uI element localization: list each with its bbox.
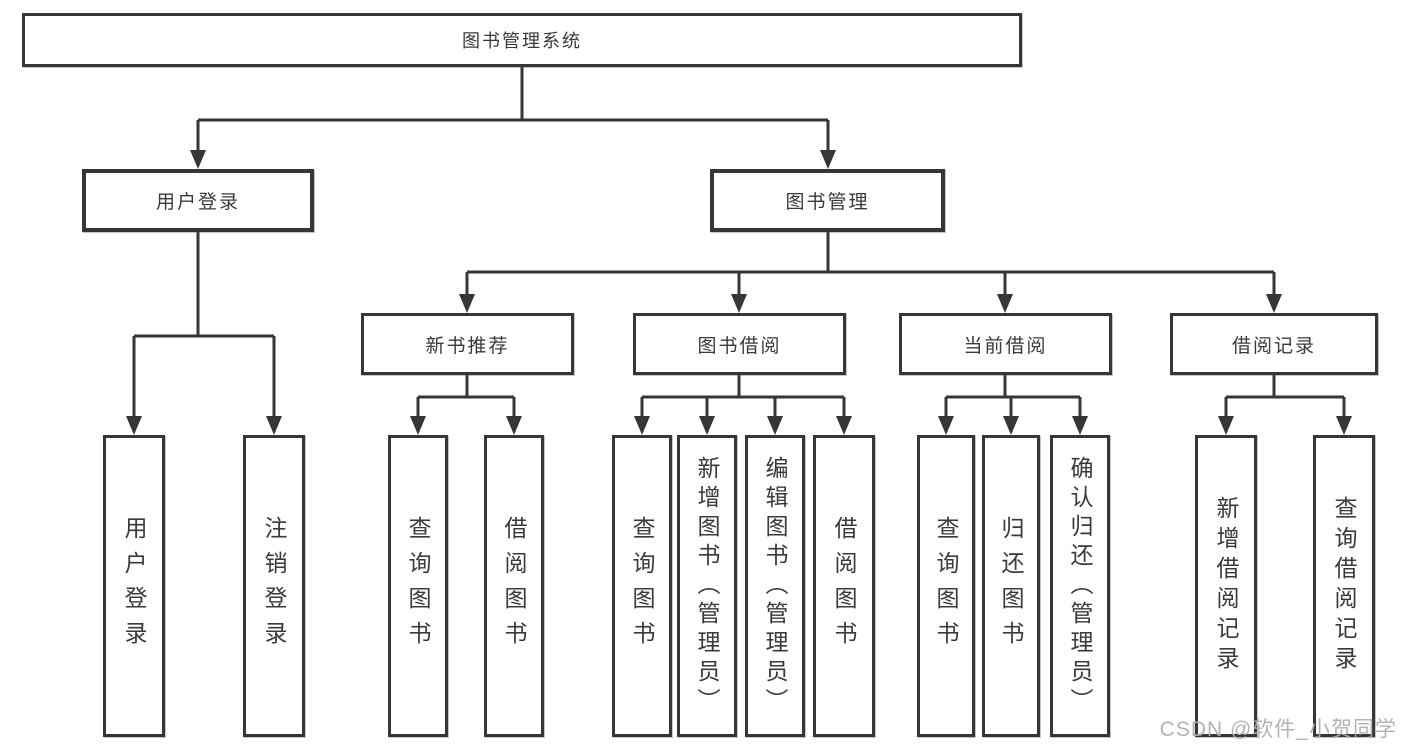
node-new-book-recommend-label: 新书推荐 (425, 335, 510, 357)
leaf-query-borrow-record: 查询借阅记录 (1313, 435, 1375, 737)
leaf-add-books-admin: 新增图书（管理员） (677, 435, 737, 737)
leaf-logout: 注销登录 (243, 435, 305, 737)
leaf-add-borrow-record-label: 新增借阅记录 (1213, 496, 1239, 676)
leaf-borrow-query-books-label: 查询图书 (629, 516, 655, 656)
leaf-edit-books-admin: 编辑图书（管理员） (745, 435, 805, 737)
node-borrow-records-label: 借阅记录 (1231, 335, 1316, 357)
leaf-borrow-query-books: 查询图书 (612, 435, 672, 737)
node-root-library-system: 图书管理系统 (22, 13, 1022, 67)
node-book-borrow: 图书借阅 (633, 313, 846, 375)
leaf-recommend-query-books: 查询图书 (388, 435, 448, 737)
node-book-borrow-label: 图书借阅 (697, 335, 782, 357)
leaf-recommend-borrow-books: 借阅图书 (484, 435, 544, 737)
leaf-current-query-books-label: 查询图书 (933, 516, 959, 656)
leaf-recommend-borrow-books-label: 借阅图书 (501, 516, 527, 656)
leaf-confirm-return-admin: 确认归还（管理员） (1050, 435, 1110, 737)
leaf-add-books-admin-label: 新增图书（管理员） (694, 455, 720, 717)
node-borrow-records: 借阅记录 (1170, 313, 1378, 375)
node-book-management: 图书管理 (710, 169, 945, 232)
leaf-return-books-label: 归还图书 (998, 516, 1024, 656)
node-current-borrow-label: 当前借阅 (963, 335, 1048, 357)
node-root-label: 图书管理系统 (462, 31, 582, 51)
leaf-recommend-query-books-label: 查询图书 (405, 516, 431, 656)
leaf-borrow-books: 借阅图书 (813, 435, 875, 737)
leaf-user-login-label: 用户登录 (121, 516, 147, 656)
leaf-return-books: 归还图书 (982, 435, 1040, 737)
csdn-watermark: CSDN @软件_小贺同学 (1159, 718, 1397, 741)
leaf-query-borrow-record-label: 查询借阅记录 (1331, 496, 1357, 676)
leaf-confirm-return-admin-label: 确认归还（管理员） (1067, 455, 1093, 717)
leaf-logout-label: 注销登录 (261, 516, 287, 656)
node-book-management-label: 图书管理 (785, 192, 870, 213)
node-current-borrow: 当前借阅 (899, 313, 1112, 375)
node-user-login-group: 用户登录 (82, 169, 314, 232)
node-new-book-recommend: 新书推荐 (361, 313, 574, 375)
node-user-login-group-label: 用户登录 (155, 192, 240, 213)
leaf-current-query-books: 查询图书 (917, 435, 975, 737)
leaf-borrow-books-label: 借阅图书 (831, 516, 857, 656)
leaf-add-borrow-record: 新增借阅记录 (1195, 435, 1257, 737)
leaf-edit-books-admin-label: 编辑图书（管理员） (762, 455, 788, 717)
leaf-user-login: 用户登录 (103, 435, 165, 737)
